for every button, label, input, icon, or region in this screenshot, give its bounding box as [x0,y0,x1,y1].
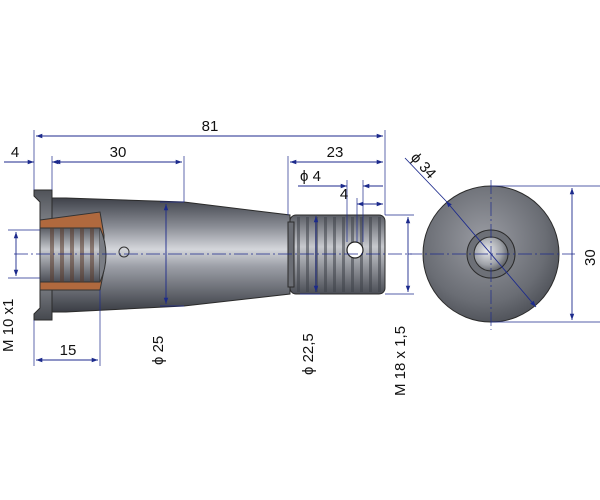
dim-taper-dia-label: ϕ 25 [150,336,167,365]
body-mark [118,246,130,258]
dim-outer-thread-label: M 18 x 1,5 [392,326,409,396]
outer-thread-ridges [296,217,381,292]
dim-inner-depth-label: 15 [60,342,77,359]
bore-bottom [99,227,107,283]
relief-groove [287,221,295,288]
taper-body [51,197,291,313]
inner-thread-ridges [44,228,98,282]
dim-overall-label: 81 [202,118,219,135]
cross-hole [346,241,364,259]
dim-end-dia-leader [404,157,447,202]
dim-thread-length-label: 23 [327,144,344,161]
dim-end-dia [445,200,537,308]
dim-hole-offset-label: 4 [340,186,348,203]
dimensions: 81 4 30 23 ϕ 4 4 15 M 10 x1 [0,118,600,396]
dim-end-width-label: 30 [582,249,599,266]
dim-groove-dia-label: ϕ 22,5 [300,333,317,375]
dim-end-dia-label: ϕ 34 [407,149,439,182]
side-view [14,189,412,321]
dim-hole-dia-label: ϕ 4 [300,168,321,185]
dim-inner-thread-label: M 10 x1 [0,299,17,352]
dim-flange-label: 4 [11,144,19,161]
dim-taper-label: 30 [110,144,127,161]
